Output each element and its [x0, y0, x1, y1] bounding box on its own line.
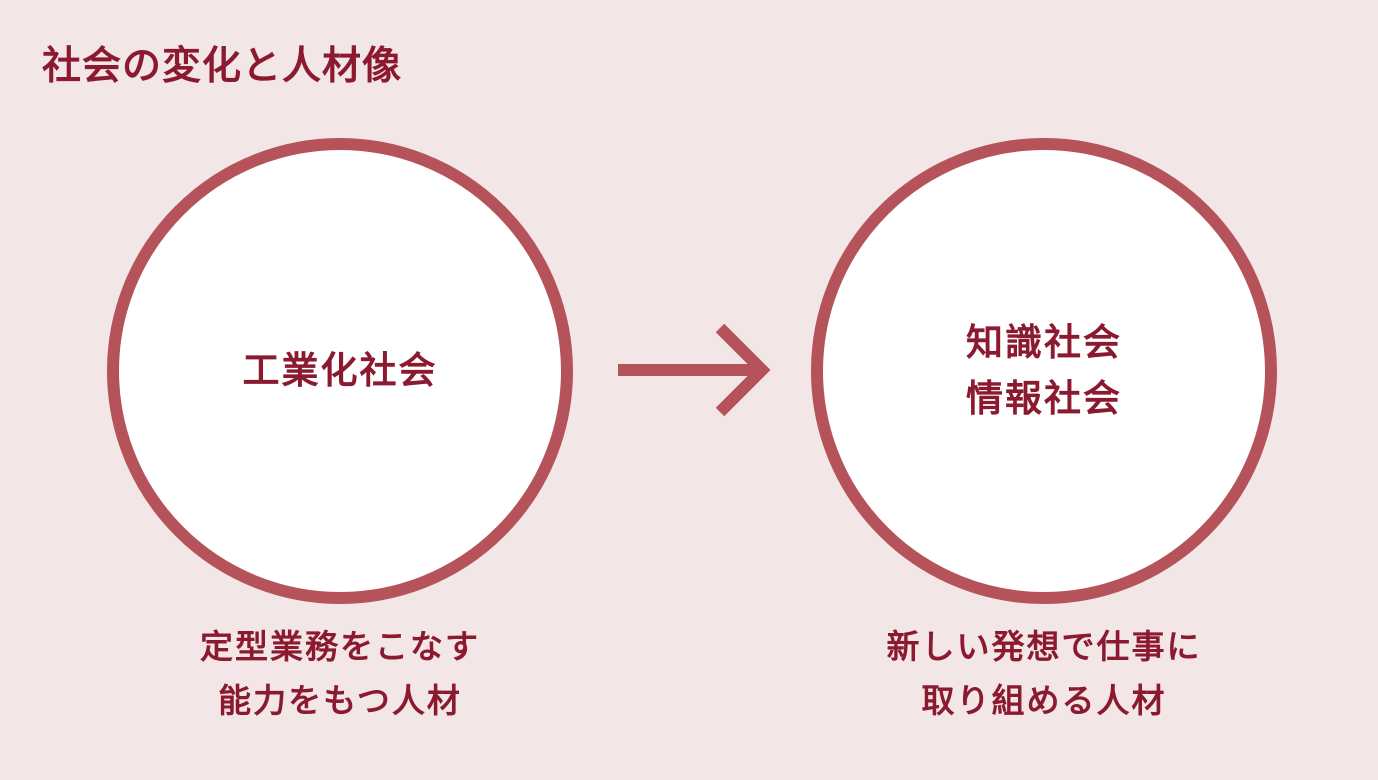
- caption-line: 新しい発想で仕事に: [886, 627, 1202, 666]
- circle-label-line: 工業化社会: [242, 349, 438, 392]
- caption-line: 取り組める人材: [921, 681, 1167, 720]
- circle-label-line: 情報社会: [966, 377, 1122, 420]
- knowledge-society-label: 知識社会 情報社会: [966, 315, 1122, 427]
- knowledge-talent-caption: 新しい発想で仕事に 取り組める人材: [823, 620, 1265, 728]
- industrial-society-circle: 工業化社会: [107, 138, 573, 604]
- arrow-right-icon: [618, 323, 771, 417]
- caption-line: 能力をもつ人材: [218, 681, 462, 720]
- knowledge-society-circle: 知識社会 情報社会: [811, 138, 1277, 604]
- circle-label-line: 知識社会: [966, 321, 1122, 364]
- industrial-society-label: 工業化社会: [243, 343, 438, 399]
- diagram-title: 社会の変化と人材像: [42, 44, 403, 89]
- industrial-talent-caption: 定型業務をこなす 能力をもつ人材: [119, 620, 561, 728]
- caption-line: 定型業務をこなす: [200, 627, 480, 666]
